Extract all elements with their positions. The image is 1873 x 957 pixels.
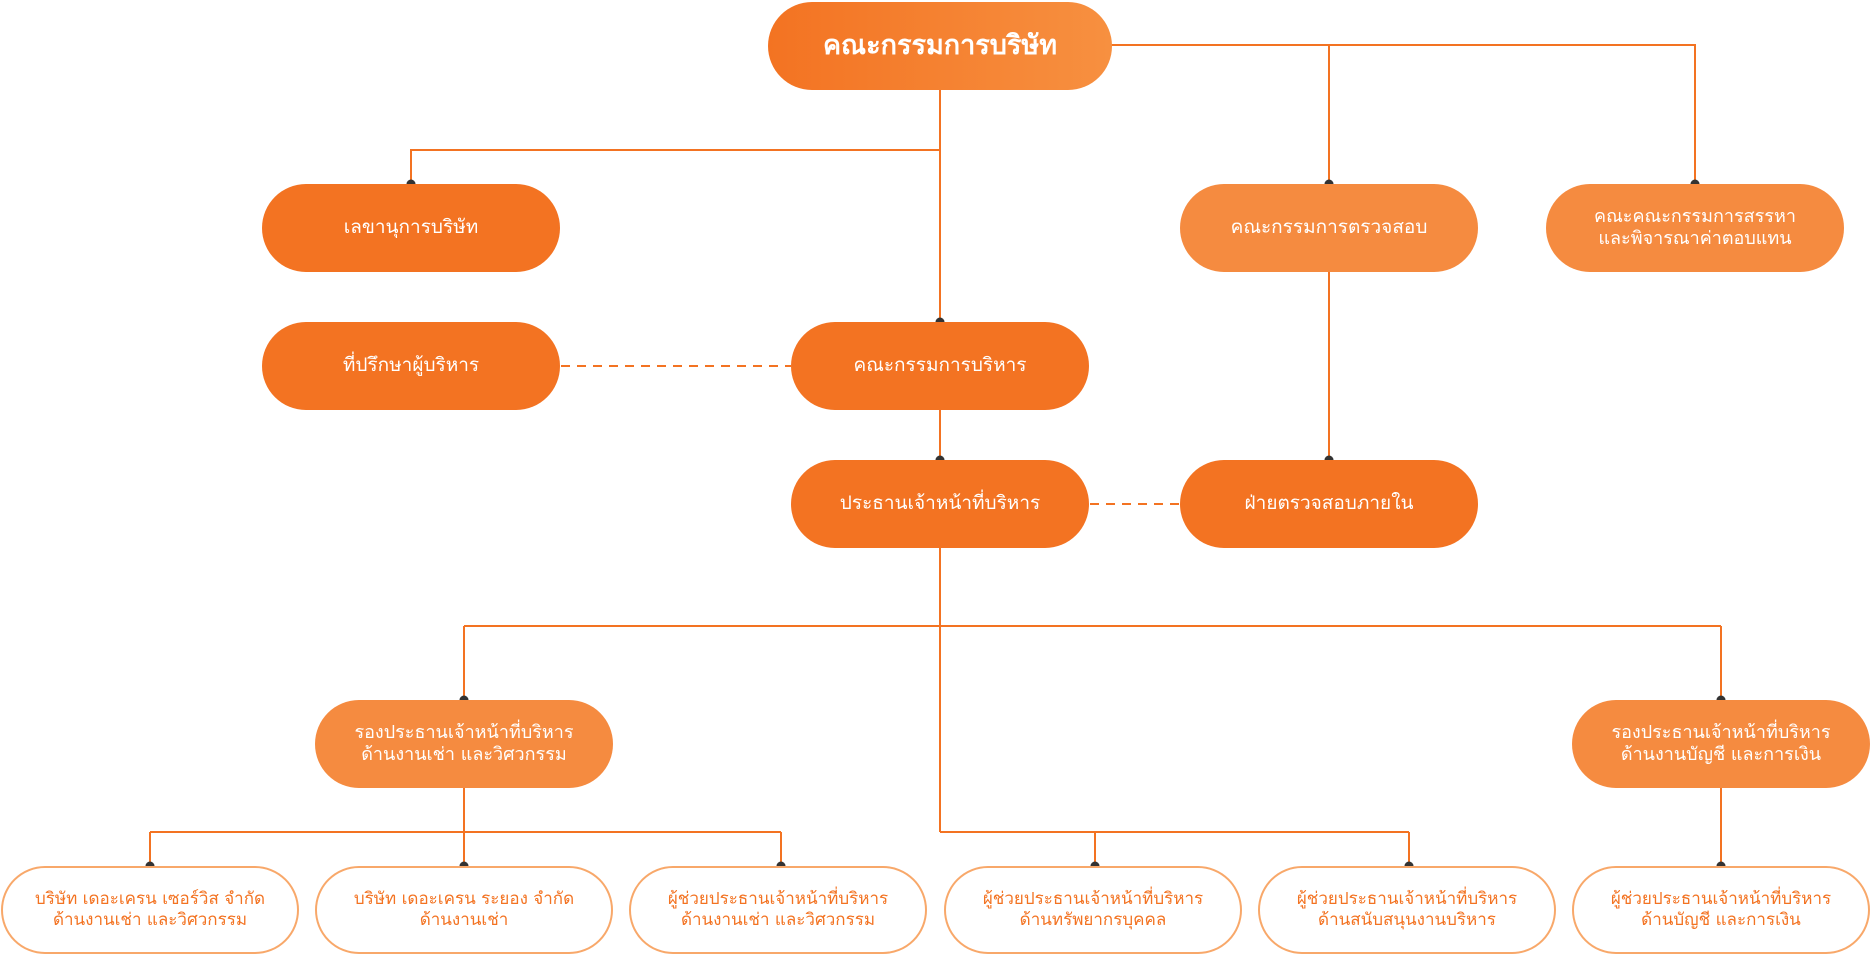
deputy-ceo-finance-line2: ด้านงานบัญชี และการเงิน: [1620, 744, 1822, 765]
assistant-ceo-hr-node: ผู้ช่วยประธานเจ้าหน้าที่บริหาร ด้านทรัพย…: [944, 866, 1242, 954]
nomination-committee-line2: และพิจารณาค่าตอบแทน: [1598, 228, 1792, 249]
nomination-committee-line1: คณะคณะกรรมการสรรหา: [1594, 205, 1796, 227]
deputy-ceo-leasing-line2: ด้านงานเช่า และวิศวกรรม: [361, 744, 567, 765]
connector-board-right: [1111, 44, 1696, 184]
board-label: คณะกรรมการบริษัท: [822, 30, 1057, 62]
bottom-line1: ผู้ช่วยประธานเจ้าหน้าที่บริหาร: [1296, 888, 1518, 909]
board-node: คณะกรรมการบริษัท: [768, 2, 1112, 90]
audit-committee-label: คณะกรรมการตรวจสอบ: [1230, 216, 1428, 239]
secretary-label: เลขานุการบริษัท: [343, 216, 479, 239]
bottom-line2: ด้านทรัพยากรบุคคล: [1019, 910, 1167, 930]
deputy-ceo-finance-node: รองประธานเจ้าหน้าที่บริหาร ด้านงานบัญชี …: [1572, 700, 1870, 788]
assistant-ceo-leasing-node: ผู้ช่วยประธานเจ้าหน้าที่บริหาร ด้านงานเช…: [629, 866, 927, 954]
audit-committee-node: คณะกรรมการตรวจสอบ: [1180, 184, 1478, 272]
bottom-line2: ด้านงานเช่า และวิศวกรรม: [52, 910, 248, 930]
bottom-line1: ผู้ช่วยประธานเจ้าหน้าที่บริหาร: [1610, 888, 1832, 909]
bottom-line1: บริษัท เดอะเครน เซอร์วิส จำกัด: [34, 888, 266, 909]
bottom-line2: ด้านสนับสนุนงานบริหาร: [1318, 910, 1496, 930]
nomination-committee-node: คณะคณะกรรมการสรรหา และพิจารณาค่าตอบแทน: [1546, 184, 1844, 272]
internal-audit-label: ฝ่ายตรวจสอบภายใน: [1244, 492, 1414, 515]
connector-board-secretary: [410, 149, 940, 184]
ceo-node: ประธานเจ้าหน้าที่บริหาร: [791, 460, 1089, 548]
bottom-line2: ด้านบัญชี และการเงิน: [1641, 910, 1801, 930]
bottom-line1: บริษัท เดอะเครน ระยอง จำกัด: [353, 888, 575, 909]
internal-audit-node: ฝ่ายตรวจสอบภายใน: [1180, 460, 1478, 548]
subsidiary-crane-service-node: บริษัท เดอะเครน เซอร์วิส จำกัด ด้านงานเช…: [1, 866, 299, 954]
subsidiary-crane-rayong-node: บริษัท เดอะเครน ระยอง จำกัด ด้านงานเช่า: [315, 866, 613, 954]
assistant-ceo-admin-node: ผู้ช่วยประธานเจ้าหน้าที่บริหาร ด้านสนับส…: [1258, 866, 1556, 954]
connector-deputy-leasing-children: [149, 786, 782, 866]
secretary-node: เลขานุการบริษัท: [262, 184, 560, 272]
assistant-ceo-finance-node: ผู้ช่วยประธานเจ้าหน้าที่บริหาร ด้านบัญชี…: [1572, 866, 1870, 954]
bottom-line1: ผู้ช่วยประธานเจ้าหน้าที่บริหาร: [982, 888, 1204, 909]
executive-advisor-label: ที่ปรึกษาผู้บริหาร: [342, 354, 480, 377]
deputy-ceo-finance-line1: รองประธานเจ้าหน้าที่บริหาร: [1611, 721, 1831, 743]
connector-ceo-assistants: [940, 831, 1410, 866]
bottom-line2: ด้านงานเช่า และวิศวกรรม: [680, 910, 876, 930]
deputy-ceo-leasing-line1: รองประธานเจ้าหน้าที่บริหาร: [354, 721, 574, 743]
bottom-line2: ด้านงานเช่า: [419, 910, 509, 930]
ceo-label: ประธานเจ้าหน้าที่บริหาร: [839, 492, 1041, 515]
executive-committee-label: คณะกรรมการบริหาร: [853, 354, 1027, 377]
executive-advisor-node: ที่ปรึกษาผู้บริหาร: [262, 322, 560, 410]
executive-committee-node: คณะกรรมการบริหาร: [791, 322, 1089, 410]
bottom-line1: ผู้ช่วยประธานเจ้าหน้าที่บริหาร: [667, 888, 889, 909]
deputy-ceo-leasing-node: รองประธานเจ้าหน้าที่บริหาร ด้านงานเช่า แ…: [315, 700, 613, 788]
